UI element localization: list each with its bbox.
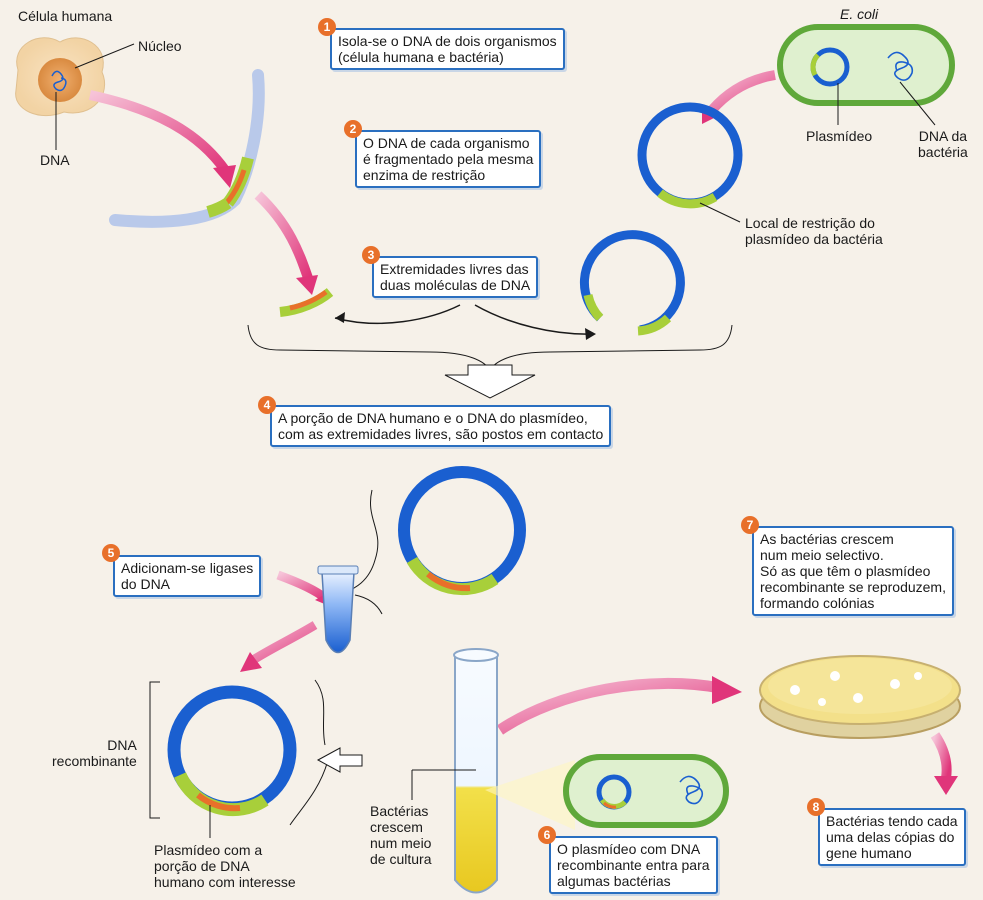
step-5-badge: 5 — [102, 544, 120, 562]
step-8-badge: 8 — [807, 798, 825, 816]
step-7-badge: 7 — [741, 516, 759, 534]
recombinant-bacterium — [566, 757, 726, 825]
step-6-badge: 6 — [538, 826, 556, 844]
petri-dish — [760, 656, 960, 738]
colony — [818, 698, 826, 706]
plasmid-with-insert — [340, 472, 520, 614]
label-human-cell: Célula humana — [18, 8, 112, 24]
label-ecoli: E. coli — [840, 6, 878, 22]
recombinant-plasmid — [150, 680, 362, 838]
ligase-tube — [318, 566, 358, 653]
step-1-box: Isola-se o DNA de dois organismos (célul… — [330, 28, 565, 70]
step-3-badge: 3 — [362, 246, 380, 264]
label-recombinant-dna: DNA recombinante — [52, 737, 137, 769]
step-4-badge: 4 — [258, 396, 276, 414]
human-dna-fragment — [280, 292, 330, 312]
step-7-box: As bactérias crescem num meio selectivo.… — [752, 526, 954, 616]
label-bacterial-dna: DNA da bactéria — [918, 128, 968, 160]
connector-arrows — [335, 305, 596, 340]
label-nucleus: Núcleo — [138, 38, 182, 54]
label-plasmid: Plasmídeo — [806, 128, 872, 144]
opened-plasmid — [584, 235, 680, 331]
ecoli-bacterium — [780, 27, 952, 125]
label-restriction-site: Local de restrição do plasmídeo da bacté… — [745, 215, 883, 247]
step-2-box: O DNA de cada organismo é fragmentado pe… — [355, 130, 541, 188]
label-dna: DNA — [40, 152, 70, 168]
step-6-box: O plasmídeo com DNA recombinante entra p… — [549, 836, 718, 894]
step-5-box: Adicionam-se ligases do DNA — [113, 555, 261, 597]
step-1-badge: 1 — [318, 18, 336, 36]
human-dna-strand — [115, 75, 259, 222]
step-4-box: A porção de DNA humano e o DNA do plasmí… — [270, 405, 611, 447]
bacterial-plasmid — [642, 107, 740, 222]
colony — [830, 671, 840, 681]
step-3-box: Extremidades livres das duas moléculas d… — [372, 256, 538, 298]
nucleus — [38, 58, 82, 102]
merge-bracket — [248, 325, 732, 398]
colony — [790, 685, 800, 695]
label-bacteria-grow: Bactérias crescem num meio de cultura — [370, 803, 431, 867]
human-cell — [16, 38, 134, 150]
label-plasmid-with-portion: Plasmídeo com a porção de DNA humano com… — [154, 842, 296, 890]
colony — [853, 693, 863, 703]
colony — [890, 679, 900, 689]
colony — [914, 672, 922, 680]
step-2-badge: 2 — [344, 120, 362, 138]
step-8-box: Bactérias tendo cada uma delas cópias do… — [818, 808, 966, 866]
